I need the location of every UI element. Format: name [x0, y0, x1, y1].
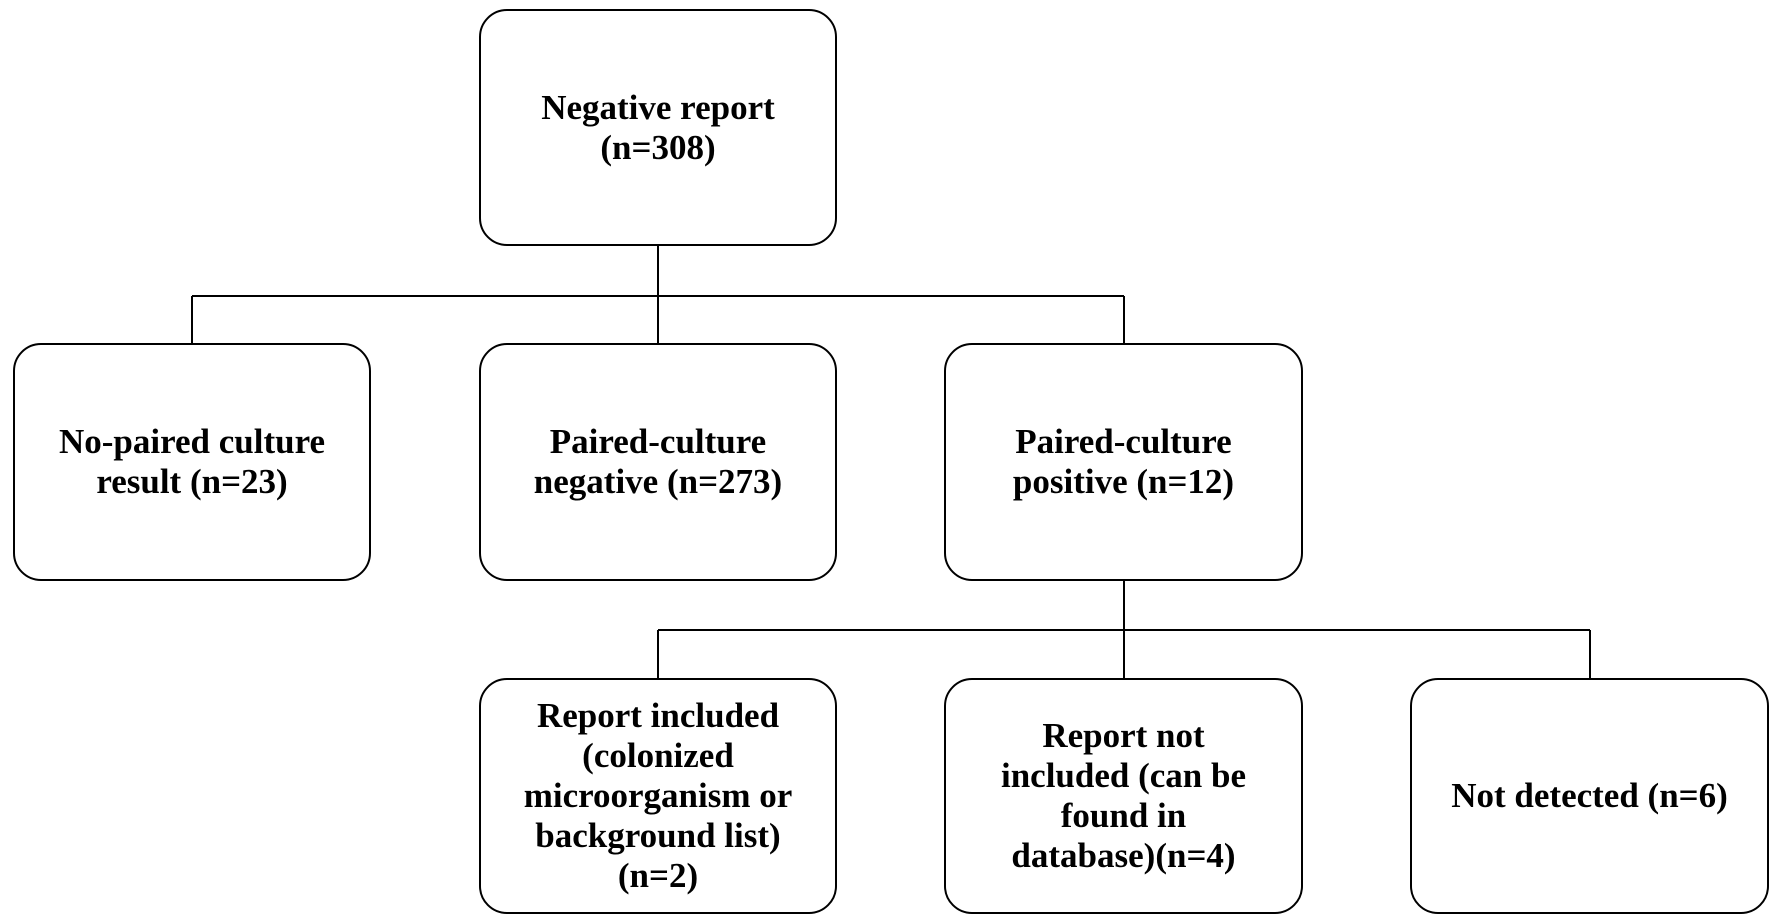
node-paired-culture-negative: Paired-culture negative (n=273) — [479, 343, 837, 581]
node-not-detected-label: Not detected (n=6) — [1451, 776, 1728, 815]
node-report-included-label: Report included (colonized microorganism… — [523, 696, 793, 895]
node-report-included: Report included (colonized microorganism… — [479, 678, 837, 914]
node-no-paired-culture: No-paired culture result (n=23) — [13, 343, 371, 581]
node-paired-culture-negative-label: Paired-culture negative (n=273) — [533, 422, 783, 501]
node-not-detected: Not detected (n=6) — [1410, 678, 1769, 914]
node-paired-culture-positive: Paired-culture positive (n=12) — [944, 343, 1303, 581]
node-negative-report: Negative report (n=308) — [479, 9, 837, 246]
node-negative-report-label: Negative report (n=308) — [541, 87, 775, 167]
node-report-not-included-label: Report not included (can be found in dat… — [1000, 716, 1247, 875]
node-no-paired-culture-label: No-paired culture result (n=23) — [58, 422, 326, 501]
node-paired-culture-positive-label: Paired-culture positive (n=12) — [1012, 422, 1235, 501]
node-report-not-included: Report not included (can be found in dat… — [944, 678, 1303, 914]
